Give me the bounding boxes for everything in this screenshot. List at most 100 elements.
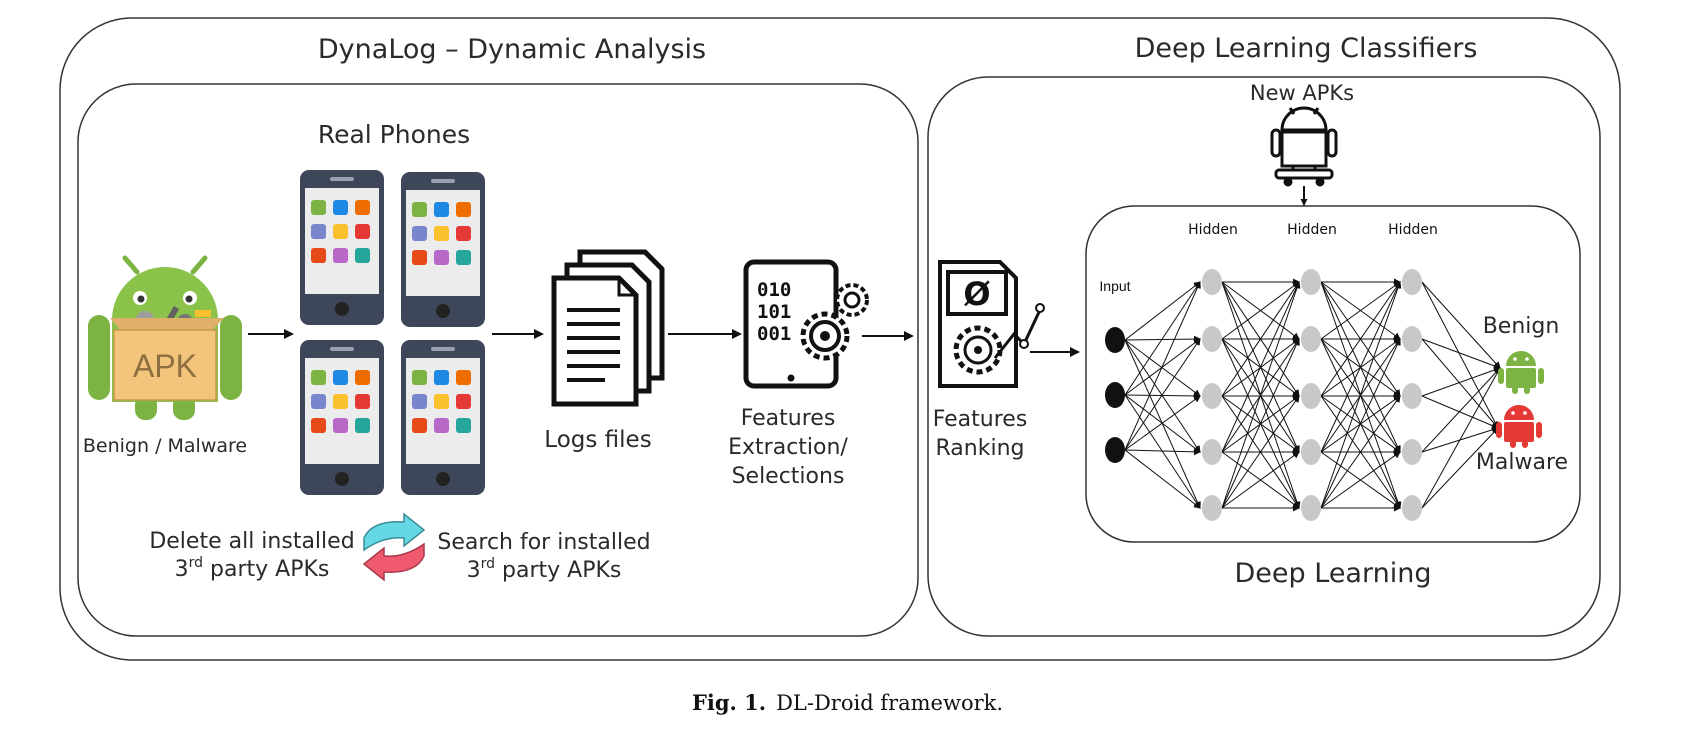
app-icon (434, 226, 449, 241)
connection-arrow (1124, 448, 1201, 456)
hidden-layer-label-2: Hidden (1287, 222, 1337, 238)
hidden-neuron (1202, 495, 1222, 521)
hidden-layer-label-1: Hidden (1188, 222, 1238, 238)
binary-line-3: 001 (757, 323, 791, 345)
hidden-neuron (1202, 383, 1222, 409)
binary-line-1: 010 (757, 279, 791, 301)
app-icon (333, 418, 348, 433)
connection-arrow (1421, 281, 1501, 369)
app-icon (311, 200, 326, 215)
binary-line-2: 101 (757, 301, 791, 323)
app-icon (311, 370, 326, 385)
app-icon (355, 248, 370, 263)
input-layer-label: Input (1099, 278, 1130, 294)
app-icon (456, 394, 471, 409)
connection-arrow (1124, 338, 1201, 451)
hidden-neuron (1202, 269, 1222, 295)
connection-arrow (1124, 281, 1201, 396)
connection-arrow (1421, 281, 1499, 429)
classifiers-panel (927, 76, 1601, 637)
app-icon (456, 250, 471, 265)
hidden-neuron (1301, 439, 1321, 465)
connection-arrow (1221, 451, 1300, 509)
connection-arrow (1320, 281, 1401, 397)
malware-android-icon (1496, 405, 1542, 448)
app-icon (456, 370, 471, 385)
app-icon (355, 370, 370, 385)
log-files-icon (551, 249, 665, 407)
home-button-icon (335, 472, 349, 486)
app-icon (456, 226, 471, 241)
classifiers-title: Deep Learning Classifiers (1135, 33, 1478, 64)
home-button-icon (436, 472, 450, 486)
app-icon (333, 370, 348, 385)
search-apks-label-1: Search for installed (437, 530, 650, 555)
app-icon (434, 370, 449, 385)
app-icon (456, 202, 471, 217)
app-icon (434, 418, 449, 433)
connection-arrow (1320, 451, 1401, 509)
connection-arrow (1320, 395, 1401, 509)
connection-arrow (1221, 338, 1300, 509)
feature-extraction-icon (743, 259, 869, 389)
phone-3 (300, 340, 384, 495)
connection-arrow (1124, 449, 1201, 509)
delete-apks-label-2: 3rd party APKs (175, 555, 330, 582)
ranking-symbol: Ø (963, 275, 990, 313)
ranking-label-1: Features (933, 407, 1028, 432)
connection-arrow (1124, 281, 1201, 341)
app-icon (412, 370, 427, 385)
hidden-neuron (1402, 326, 1422, 352)
connection-arrow (1221, 281, 1300, 453)
app-icon (412, 394, 427, 409)
connection-arrow (1421, 338, 1501, 370)
app-icon (434, 394, 449, 409)
connection-arrow (1320, 281, 1402, 509)
app-icon (311, 418, 326, 433)
phone-1 (300, 170, 384, 325)
app-icon (355, 224, 370, 239)
ranking-label-2: Ranking (936, 436, 1025, 461)
benign-output-label: Benign (1483, 314, 1560, 339)
connection-arrow (1421, 427, 1499, 509)
app-icon (434, 250, 449, 265)
phones-grid (300, 170, 485, 495)
connection-arrow (1421, 367, 1501, 453)
small-gear-icon (835, 283, 869, 317)
connection-arrow (1320, 281, 1401, 453)
connection-arrow (1421, 395, 1499, 429)
apk-android-icon (88, 255, 242, 420)
benign-android-icon (1498, 351, 1544, 394)
app-icon (355, 200, 370, 215)
figure-caption-text: DL-Droid framework. (776, 691, 1004, 715)
dynamic-analysis-title: DynaLog – Dynamic Analysis (318, 34, 706, 65)
figure-caption: Fig. 1.DL-Droid framework. (0, 690, 1695, 715)
gear-icon (800, 311, 850, 361)
feature-ranking-icon (938, 260, 1045, 388)
phone-2 (401, 172, 485, 327)
connection-arrow (1124, 281, 1201, 451)
hidden-neuron (1202, 439, 1222, 465)
connection-arrow (1124, 392, 1201, 400)
app-icon (412, 250, 427, 265)
app-icon (311, 224, 326, 239)
hidden-neuron (1301, 326, 1321, 352)
hidden-layer-label-3: Hidden (1388, 222, 1438, 238)
dynamic-analysis-panel (77, 83, 919, 637)
connection-arrow (1421, 338, 1499, 429)
app-icon (333, 200, 348, 215)
input-neuron (1105, 437, 1125, 463)
hidden-neuron (1402, 269, 1422, 295)
hidden-neuron (1301, 269, 1321, 295)
hidden-neuron (1402, 439, 1422, 465)
hidden-neuron (1202, 326, 1222, 352)
connection-arrow (1221, 281, 1300, 340)
new-apks-label: New APKs (1250, 81, 1354, 105)
app-icon (311, 248, 326, 263)
phone-4 (401, 340, 485, 495)
app-icon (333, 224, 348, 239)
app-icon (412, 202, 427, 217)
delete-apks-label-1: Delete all installed (149, 529, 354, 554)
input-neuron (1105, 327, 1125, 353)
app-icon (434, 202, 449, 217)
